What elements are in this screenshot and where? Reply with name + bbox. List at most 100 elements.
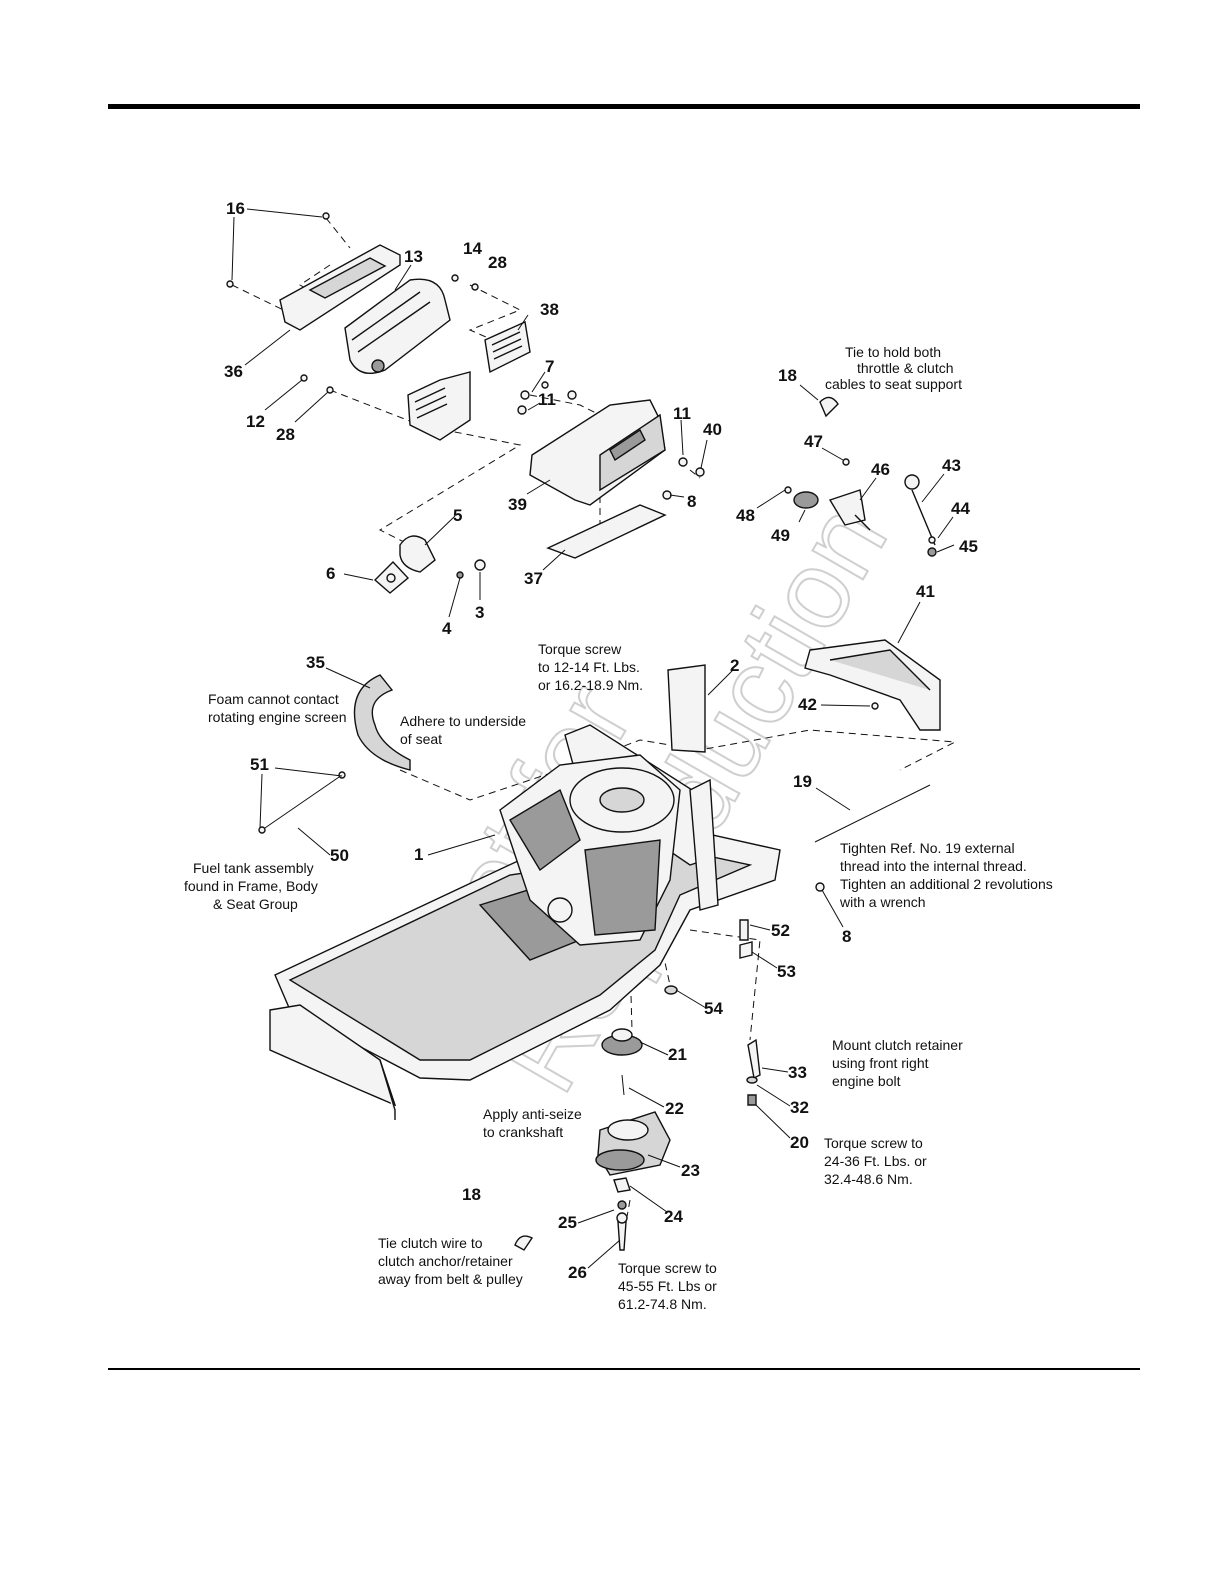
callout-8-upper: 8: [687, 492, 696, 511]
note-line: Torque screw to: [618, 1260, 717, 1276]
note-line: throttle & clutch: [857, 360, 954, 376]
callout-46: 46: [871, 460, 890, 479]
pad: [546, 504, 667, 559]
note-line: to crankshaft: [483, 1124, 563, 1140]
fuel-rod: [258, 771, 346, 834]
engine: [499, 754, 681, 946]
callout-44: 44: [951, 499, 970, 518]
note-line: Mount clutch retainer: [832, 1037, 963, 1053]
callout-14: 14: [463, 239, 482, 258]
note-line: using front right: [832, 1055, 929, 1071]
callout-20: 20: [790, 1133, 809, 1152]
note-line: engine bolt: [832, 1073, 901, 1089]
callout-6: 6: [326, 564, 335, 583]
seat-support: [804, 639, 941, 731]
callout-35: 35: [306, 653, 325, 672]
plate: [667, 664, 706, 753]
callout-28-lower: 28: [276, 425, 295, 444]
note-foam: Foam cannot contact rotating engine scre…: [208, 691, 347, 725]
callouts: 16 13 14 28 38 36 7 12 28 11 11 40 39 8 …: [224, 199, 978, 1282]
note-tie-clutch: Tie clutch wire to clutch anchor/retaine…: [378, 1235, 523, 1287]
callout-40: 40: [703, 420, 722, 439]
engine-cover: [529, 399, 666, 506]
note-torque-20: Torque screw to 24-36 Ft. Lbs. or 32.4-4…: [824, 1135, 927, 1187]
note-torque-26: Torque screw to 45-55 Ft. Lbs or 61.2-74…: [618, 1260, 717, 1312]
note-line: rotating engine screen: [208, 709, 347, 725]
note-line: Torque screw to: [824, 1135, 923, 1151]
callout-13: 13: [404, 247, 423, 266]
note-line: Fuel tank assembly: [193, 860, 314, 876]
callout-16: 16: [226, 199, 245, 218]
callout-38: 38: [540, 300, 559, 319]
callout-26: 26: [568, 1263, 587, 1282]
rod-19: [814, 784, 931, 843]
leader-lines: [231, 208, 955, 1269]
callout-22: 22: [665, 1099, 684, 1118]
footer-rule: [108, 1368, 1140, 1370]
note-line: Adhere to underside: [400, 713, 526, 729]
callout-3: 3: [475, 603, 484, 622]
note-line: 24-36 Ft. Lbs. or: [824, 1153, 927, 1169]
heat-shield-top: [226, 212, 401, 331]
note-line: Apply anti-seize: [483, 1106, 582, 1122]
clutch-stack: [595, 1028, 671, 1251]
note-line: Tie to hold both: [845, 344, 941, 360]
callout-11-right: 11: [673, 404, 691, 423]
note-line: found in Frame, Body: [184, 878, 318, 894]
callout-2: 2: [730, 656, 739, 675]
callout-7: 7: [545, 357, 554, 376]
note-line: 61.2-74.8 Nm.: [618, 1296, 707, 1312]
note-line: thread into the internal thread.: [840, 858, 1027, 874]
note-line: 32.4-48.6 Nm.: [824, 1171, 913, 1187]
throttle-parts: [784, 396, 937, 557]
callout-11-left: 11: [538, 390, 556, 409]
note-line: Tighten an additional 2 revolutions: [840, 876, 1053, 892]
callout-1: 1: [414, 845, 423, 864]
note-tighten-19: Tighten Ref. No. 19 external thread into…: [839, 840, 1053, 910]
note-line: Tie clutch wire to: [378, 1235, 483, 1251]
note-line: Tighten Ref. No. 19 external: [840, 840, 1015, 856]
notes: Tie to hold both throttle & clutch cable…: [184, 344, 1053, 1312]
callout-12: 12: [246, 412, 265, 431]
note-mount-clutch: Mount clutch retainer using front right …: [832, 1037, 963, 1089]
note-line: or 16.2-18.9 Nm.: [538, 677, 643, 693]
note-torque-2: Torque screw to 12-14 Ft. Lbs. or 16.2-1…: [538, 641, 643, 693]
note-line: & Seat Group: [213, 896, 298, 912]
callout-48: 48: [736, 506, 755, 525]
note-line: Foam cannot contact: [208, 691, 339, 707]
callout-24: 24: [664, 1207, 683, 1226]
callout-36: 36: [224, 362, 243, 381]
callout-33: 33: [788, 1063, 807, 1082]
callout-39: 39: [508, 495, 527, 514]
note-tie-both: Tie to hold both throttle & clutch cable…: [825, 344, 962, 392]
callout-51: 51: [250, 755, 269, 774]
callout-43: 43: [942, 456, 961, 475]
cable-tie-lower: [514, 1235, 534, 1251]
callout-52: 52: [771, 921, 790, 940]
callout-47: 47: [804, 432, 823, 451]
note-anti-seize: Apply anti-seize to crankshaft: [483, 1106, 582, 1140]
callout-41: 41: [916, 582, 935, 601]
callout-53: 53: [777, 962, 796, 981]
muffler-guards: [407, 320, 531, 441]
note-line: with a wrench: [839, 894, 926, 910]
muffler: [344, 278, 451, 374]
hardware-upper: [300, 274, 705, 500]
clutch-retainer: [746, 1038, 761, 1106]
callout-18-upper: 18: [778, 366, 797, 385]
note-line: to 12-14 Ft. Lbs.: [538, 659, 640, 675]
note-fuel-tank: Fuel tank assembly found in Frame, Body …: [184, 860, 318, 912]
callout-23: 23: [681, 1161, 700, 1180]
header-rule: [108, 104, 1140, 109]
callout-50: 50: [330, 846, 349, 865]
callout-28-upper: 28: [488, 253, 507, 272]
note-adhere: Adhere to underside of seat: [400, 713, 526, 747]
note-line: Torque screw: [538, 641, 622, 657]
callout-54: 54: [704, 999, 723, 1018]
note-line: away from belt & pulley: [378, 1271, 523, 1287]
callout-25: 25: [558, 1213, 577, 1232]
note-line: 45-55 Ft. Lbs or: [618, 1278, 717, 1294]
callout-21: 21: [668, 1045, 687, 1064]
callout-4: 4: [442, 619, 452, 638]
